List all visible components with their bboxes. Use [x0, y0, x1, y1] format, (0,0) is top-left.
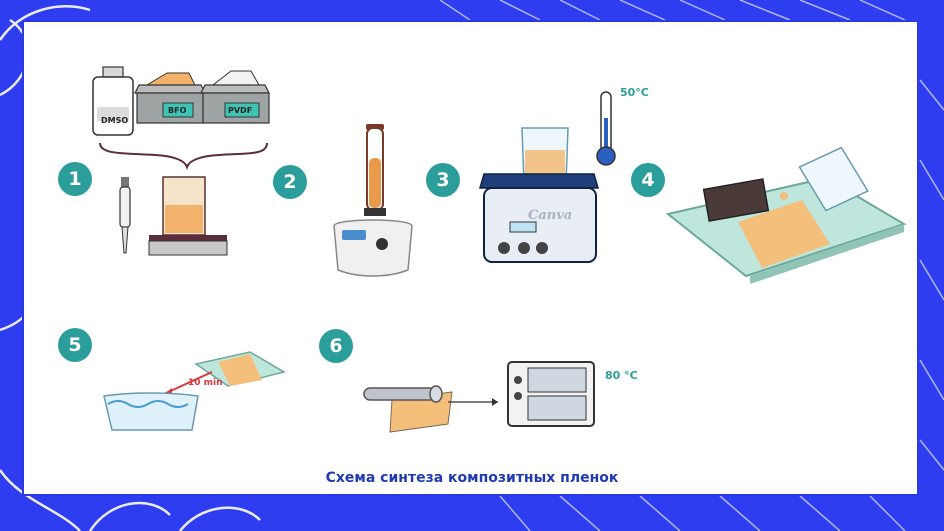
step-4-illustration: [665, 146, 907, 284]
bath-brand-label: Canva: [528, 208, 573, 223]
step-3-badge: 3: [426, 163, 460, 197]
figure-caption: Схема синтеза композитных пленок: [325, 470, 619, 486]
step-5-illustration: [103, 351, 286, 431]
step-6-illustration: [363, 361, 595, 433]
step-4-badge: 4: [631, 163, 665, 197]
step-2-badge: 2: [273, 165, 307, 199]
step-5-badge: 5: [58, 328, 92, 362]
dmso-label: DMSO: [101, 116, 129, 125]
bfo-label: BFO: [168, 106, 187, 115]
step-2-illustration: [333, 124, 413, 277]
step-3-illustration: [479, 91, 616, 263]
step-1-illustration: [92, 66, 270, 256]
step-6-badge: 6: [319, 329, 353, 363]
step-1-badge: 1: [58, 162, 92, 196]
time-label: 10 min: [188, 378, 223, 388]
pvdf-label: PVDF: [228, 106, 253, 115]
bath-temperature-label: 50°C: [620, 86, 649, 99]
oven-temperature-label: 80 °C: [605, 369, 638, 382]
